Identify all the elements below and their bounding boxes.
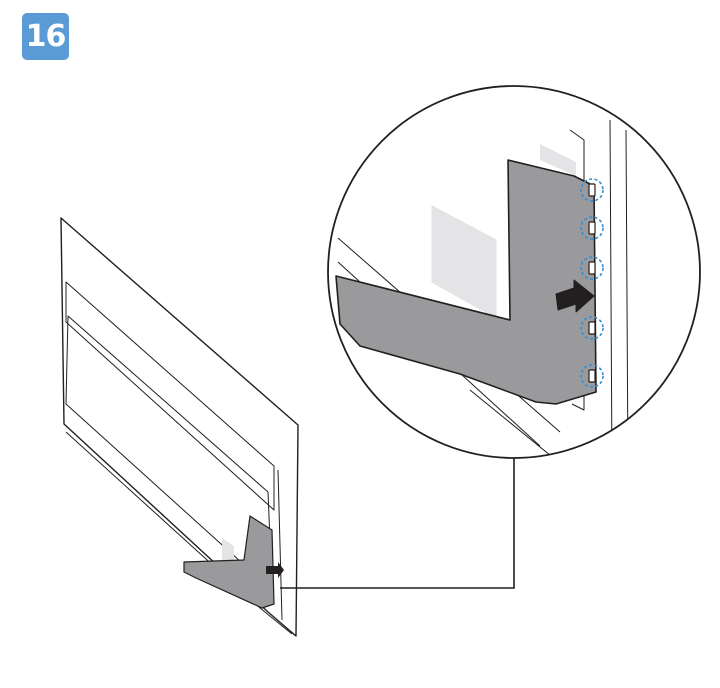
- hook-slot: [588, 221, 596, 235]
- hook-slots: [588, 183, 596, 383]
- zoom-light-panel-top: [540, 144, 576, 176]
- tv-overview: [60, 217, 299, 637]
- step-number: 16: [25, 19, 67, 54]
- hook-highlight-4: [580, 316, 604, 340]
- tv-lower-edge: [65, 431, 293, 635]
- hook-highlight-5: [580, 364, 604, 388]
- hook-highlights: [580, 178, 604, 388]
- leader-line: [280, 458, 515, 589]
- zoom-circle-border: [327, 85, 701, 459]
- tv-side-edge: [277, 469, 283, 621]
- hook-slot: [588, 261, 596, 275]
- zoom-detail: [327, 85, 701, 459]
- zoom-tv-edge-right: [609, 119, 613, 458]
- zoom-tv-edge-diag: [469, 389, 557, 458]
- tv-inner-panel-upper: [65, 281, 275, 511]
- hook-slot: [588, 321, 596, 335]
- hook-slot: [588, 369, 596, 383]
- bracket-small: [183, 515, 284, 609]
- hook-slot: [588, 183, 596, 197]
- tv-outline: [60, 217, 299, 637]
- step-number-badge: 16: [22, 13, 69, 60]
- push-arrow-icon: [555, 279, 595, 313]
- hook-highlight-3: [580, 256, 604, 280]
- hook-highlight-2: [580, 216, 604, 240]
- bracket-small-shape: [183, 515, 275, 609]
- bracket-small-arrow: [266, 562, 284, 578]
- hook-highlight-1: [580, 178, 604, 202]
- zoom-tv-edge-right-2: [625, 129, 629, 458]
